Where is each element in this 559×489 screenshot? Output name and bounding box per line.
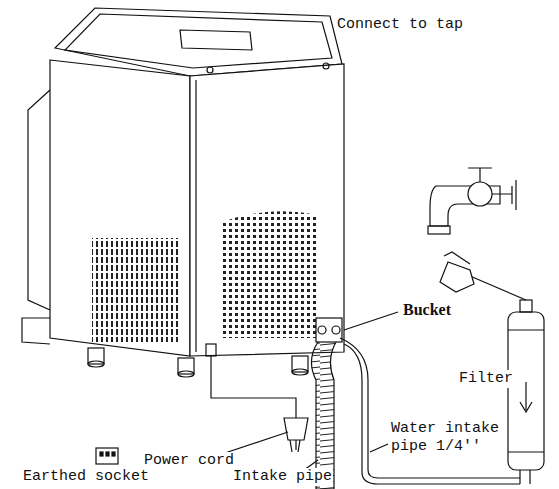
pipe-label: Water intake pipe 1/4'' bbox=[390, 420, 504, 456]
tap-label: Connect to tap bbox=[336, 16, 464, 34]
socket-label: Earthed socket bbox=[22, 468, 150, 486]
part-label: Filter bbox=[458, 370, 514, 388]
part-label: Intake pipe bbox=[232, 468, 333, 486]
part-label: Bucket bbox=[402, 301, 452, 319]
part-label: Power cord bbox=[143, 452, 235, 470]
